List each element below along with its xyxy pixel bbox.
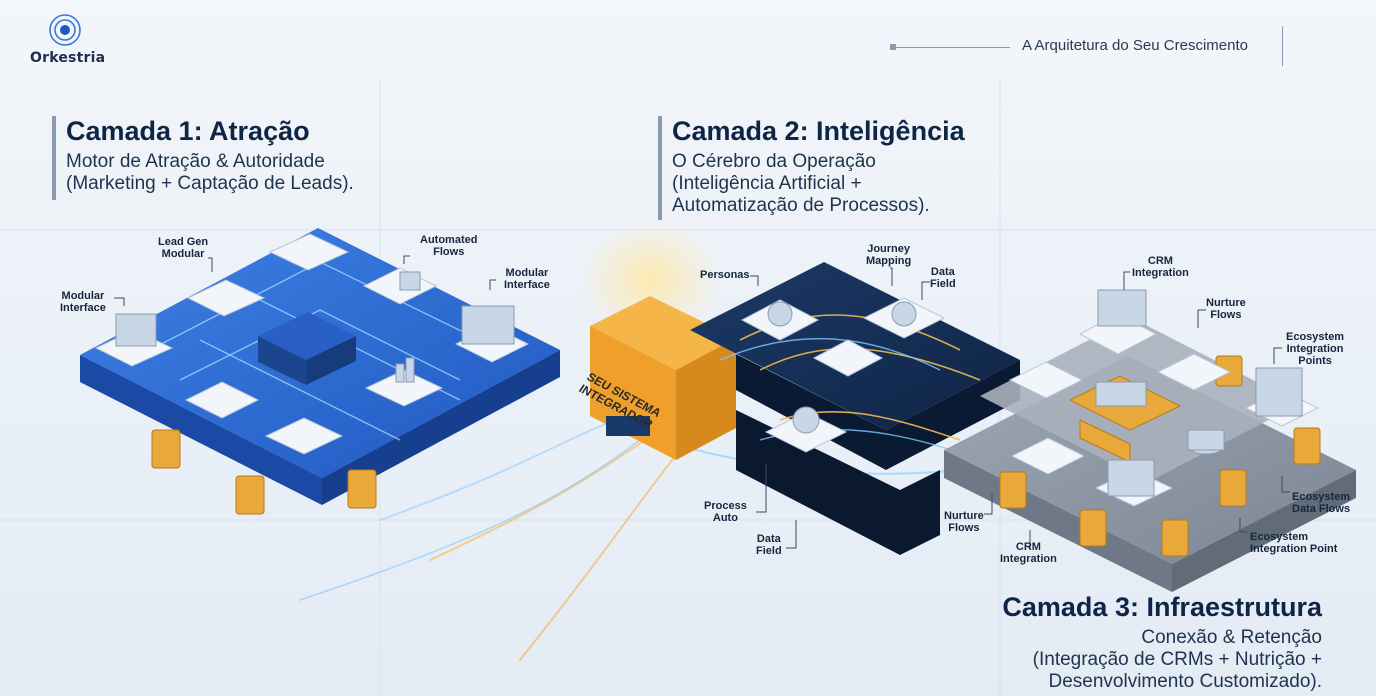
layer-1-platform [80, 228, 560, 515]
layer-3-title: Camada 3: Infraestrutura [1002, 592, 1322, 622]
layer-3-line-3: Desenvolvimento Customizado). [1048, 671, 1322, 692]
layer-2-line-2: (Inteligência Artificial + [672, 173, 862, 194]
layer-1-accent-bar [52, 116, 56, 200]
layer-1-line-2: (Marketing + Captação de Leads). [66, 173, 354, 194]
layer-2-accent-bar [658, 116, 662, 220]
header-dot [890, 44, 896, 50]
label-leaders [114, 255, 1290, 549]
page-title: A Arquitetura do Seu Crescimento [1022, 37, 1248, 54]
layer-2-platform [690, 262, 1020, 555]
orkestria-logo-icon [49, 14, 81, 46]
layer-1-line-1: Motor de Atração & Autoridade [66, 151, 325, 172]
layer-1-heading: Camada 1: Atração Motor de Atração & Aut… [52, 116, 354, 200]
layer-2-line-3: Automatização de Processos). [672, 195, 930, 216]
hub-cube [590, 296, 736, 460]
label-personas: Personas [700, 269, 750, 281]
brand-name: Orkestria [30, 50, 106, 66]
layer-2-heading: Camada 2: Inteligência O Cérebro da Oper… [658, 116, 965, 220]
layer-3-line-2: (Integração de CRMs + Nutrição + [1032, 649, 1322, 670]
light-streams [299, 220, 961, 661]
header-divider [1282, 26, 1283, 66]
layer-3-heading: Camada 3: Infraestrutura Conexão & Reten… [1002, 592, 1322, 693]
layer-3-line-1: Conexão & Retenção [1141, 627, 1322, 648]
layer-2-line-1: O Cérebro da Operação [672, 151, 876, 172]
layer-1-title: Camada 1: Atração [66, 116, 310, 146]
layer-2-title: Camada 2: Inteligência [672, 116, 965, 146]
header-line [896, 47, 1010, 48]
layer-3-platform [944, 289, 1356, 592]
